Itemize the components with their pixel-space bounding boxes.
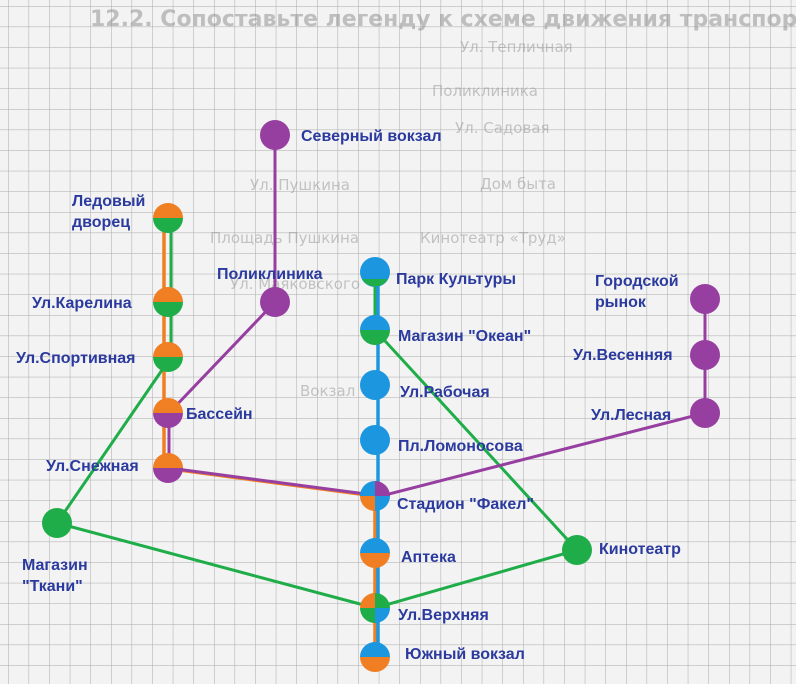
station-marker-basseyn[interactable] <box>153 398 183 428</box>
station-marker-rynok[interactable] <box>690 284 720 314</box>
ghost-line-7: Площадь Пушкина <box>210 229 359 247</box>
station-label-rabochaya: Ул.Рабочая <box>400 384 490 401</box>
station-label-snezhnaya: Ул.Снежная <box>46 458 139 475</box>
ghost-line-6: Кинотеатр «Труд» <box>420 229 566 247</box>
show-through-text: 12.2. Сопоставьте легенду к схеме движен… <box>90 7 796 400</box>
station-label-verkhnyaya: Ул.Верхняя <box>398 607 489 624</box>
station-marker-yuzhny[interactable] <box>360 642 390 672</box>
station-label-okean: Магазин "Океан" <box>398 328 531 345</box>
station-marker-severny[interactable] <box>260 120 290 150</box>
station-label-apteka: Аптека <box>401 549 456 566</box>
station-marker-lesnaya[interactable] <box>690 398 720 428</box>
ghost-heading: 12.2. Сопоставьте легенду к схеме движен… <box>90 7 796 32</box>
station-marker-verkhnyaya[interactable] <box>360 593 390 623</box>
station-marker-fakel[interactable] <box>360 481 390 511</box>
ghost-line-5: Ул. Пушкина <box>250 176 350 194</box>
station-marker-kinoteatr[interactable] <box>562 535 592 565</box>
station-label-lesnaya: Ул.Лесная <box>591 407 671 424</box>
station-marker-lomonosova[interactable] <box>360 425 390 455</box>
station-marker-apteka[interactable] <box>360 538 390 568</box>
station-labels: Северный вокзал Ледовый дворец Ул.Карели… <box>16 128 683 663</box>
station-label-park: Парк Культуры <box>396 271 516 288</box>
station-label-fakel: Стадион "Факел" <box>397 496 534 513</box>
station-marker-snezhnaya[interactable] <box>153 453 183 483</box>
station-label-poliklinika: Поликлиника <box>217 266 323 283</box>
station-label-lomonosova: Пл.Ломоносова <box>398 438 523 455</box>
station-marker-okean[interactable] <box>360 315 390 345</box>
station-label-tkani: Магазин "Ткани" <box>22 557 92 595</box>
ghost-line-1: Ул. Тепличная <box>460 38 573 56</box>
station-marker-sportivnaya[interactable] <box>153 342 183 372</box>
ghost-line-2: Поликлиника <box>432 82 538 100</box>
ghost-line-8: Ул. Маяковского <box>230 275 360 293</box>
station-label-yuzhny: Южный вокзал <box>405 646 525 663</box>
ghost-line-3: Ул. Садовая <box>455 119 550 137</box>
ghost-line-4: Дом быта <box>480 175 556 193</box>
station-markers <box>42 120 720 672</box>
station-label-severny: Северный вокзал <box>301 128 442 145</box>
station-label-vesennyaya: Ул.Весенняя <box>573 347 673 364</box>
ghost-line-9: Вокзал <box>300 382 355 400</box>
station-marker-vesennyaya[interactable] <box>690 340 720 370</box>
station-label-basseyn: Бассейн <box>186 406 253 423</box>
station-marker-karelina[interactable] <box>153 287 183 317</box>
station-label-kinoteatr: Кинотеатр <box>599 541 681 558</box>
station-marker-rabochaya[interactable] <box>360 370 390 400</box>
station-marker-ledovy[interactable] <box>153 203 183 233</box>
station-marker-tkani[interactable] <box>42 508 72 538</box>
station-label-rynok: Городской рынок <box>595 273 683 311</box>
station-label-sportivnaya: Ул.Спортивная <box>16 350 136 367</box>
station-marker-park[interactable] <box>360 257 390 287</box>
station-label-ledovy: Ледовый дворец <box>72 193 150 231</box>
station-label-karelina: Ул.Карелина <box>32 295 132 312</box>
station-marker-poliklinika[interactable] <box>260 287 290 317</box>
